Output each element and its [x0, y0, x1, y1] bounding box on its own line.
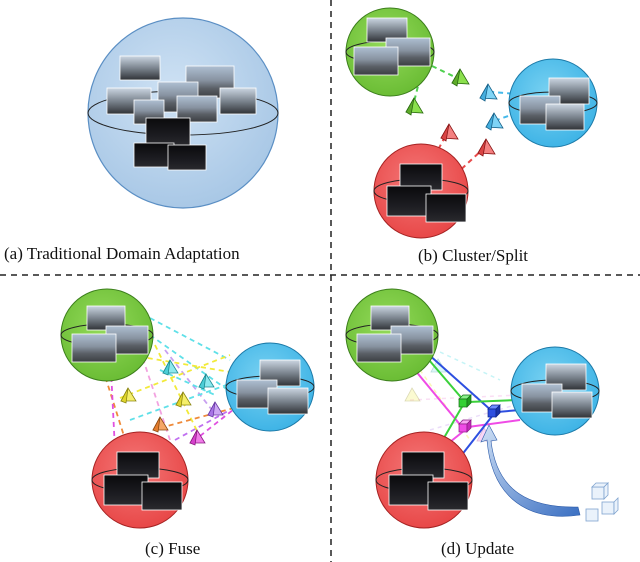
pyramid-icon — [162, 359, 179, 376]
caption-fuse: (c) Fuse — [145, 539, 201, 558]
caption-cluster-split: (b) Cluster/Split — [418, 246, 529, 265]
image-stack-night — [386, 163, 467, 223]
panel-a — [87, 17, 279, 209]
image-stack-day — [353, 17, 431, 76]
pyramid-icon — [440, 123, 459, 142]
pyramid-icon — [451, 68, 470, 87]
caption-traditional-domain-adaptation: (a) Traditional Domain Adaptation — [4, 244, 240, 263]
pyramid-icon — [477, 138, 496, 157]
image-stack-night — [103, 451, 183, 511]
curved-arrow-icon — [480, 424, 581, 517]
image-stack-mixed — [106, 55, 257, 171]
pyramid-icon — [479, 83, 498, 102]
image-stack-day — [356, 305, 434, 363]
pyramid-icon — [405, 97, 424, 116]
panel-b — [345, 7, 598, 239]
caption-update: (d) Update — [441, 539, 515, 558]
pyramid-icon — [152, 416, 169, 433]
pyramid-icon — [404, 387, 421, 402]
pyramid-icon — [198, 373, 215, 390]
pyramid-icon — [120, 387, 137, 404]
pyramid-icon — [207, 401, 224, 418]
image-stack-overcast — [236, 359, 309, 415]
pyramid-icon — [485, 112, 504, 131]
image-stack-day — [71, 305, 149, 363]
pyramid-icon — [189, 429, 206, 446]
image-stack-night — [388, 451, 469, 511]
image-stack-overcast — [519, 77, 590, 131]
cube-icon — [585, 482, 619, 522]
panel-c — [60, 288, 315, 529]
pyramid-icon — [175, 391, 192, 408]
cube-icon — [458, 394, 472, 408]
cube-icon — [487, 404, 501, 418]
panel-d — [345, 288, 619, 529]
cube-icon — [458, 419, 472, 433]
image-stack-overcast — [521, 363, 593, 419]
